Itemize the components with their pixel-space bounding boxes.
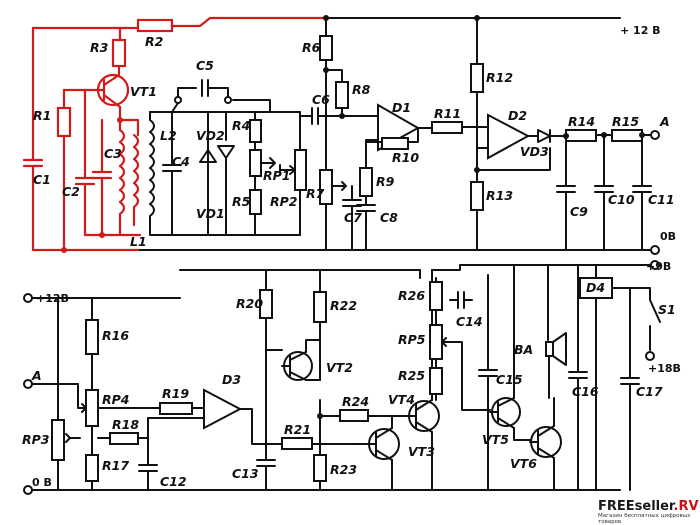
label-d3: D3 (222, 372, 241, 387)
label-r24: R24 (342, 394, 369, 409)
label-c13: C13 (232, 466, 259, 481)
r1-resistor (56, 106, 72, 138)
label-c6: C6 (312, 92, 330, 107)
watermark-brand-b: .RV (673, 499, 699, 514)
label-vt6: VT6 (510, 456, 537, 471)
rail-0v-top: 0В (660, 230, 676, 243)
r2-resistor (136, 18, 174, 33)
rail-plus18: +18В (648, 362, 681, 375)
bottom-circuit (23, 260, 661, 495)
label-r17: R17 (102, 458, 129, 473)
label-r8: R8 (352, 82, 371, 97)
label-s1: S1 (658, 302, 676, 317)
label-c10: C10 (608, 192, 635, 207)
label-d1: D1 (392, 100, 411, 115)
label-ba: BA (514, 342, 533, 357)
label-r16: R16 (102, 328, 129, 343)
label-vt2: VT2 (326, 360, 353, 375)
label-r10: R10 (392, 150, 419, 165)
label-c4: C4 (172, 154, 190, 169)
label-vt5: VT5 (482, 432, 509, 447)
label-l1: L1 (130, 234, 147, 249)
label-r20: R20 (236, 296, 263, 311)
watermark-logo: FREEseller.RV Магазин бесплатных цифровы… (598, 499, 699, 525)
label-vd1: VD1 (196, 206, 225, 221)
label-c3: C3 (104, 146, 122, 161)
label-vt1: VT1 (130, 84, 157, 99)
label-c12: C12 (160, 474, 187, 489)
label-r21: R21 (284, 422, 311, 437)
label-c15: C15 (496, 372, 523, 387)
rail-plus12-bottom: +12В (36, 292, 69, 305)
label-r4: R4 (232, 118, 250, 133)
label-r2: R2 (145, 34, 163, 49)
label-vd2: VD2 (196, 128, 225, 143)
label-rp1: RP1 (263, 168, 290, 183)
label-c9: C9 (570, 204, 588, 219)
rail-plus9: +9В (646, 260, 671, 273)
label-r5: R5 (232, 194, 251, 209)
label-vt3: VT3 (408, 444, 435, 459)
top-circuit (139, 15, 660, 255)
label-r23: R23 (330, 462, 357, 477)
label-rp3: RP3 (22, 432, 49, 447)
label-c17: C17 (636, 384, 663, 399)
output-a: A (659, 114, 670, 129)
label-r3: R3 (90, 40, 108, 55)
label-vt4: VT4 (388, 392, 415, 407)
label-r13: R13 (486, 188, 513, 203)
label-c8: C8 (380, 210, 398, 225)
labels: R2 R3 VT1 R1 C1 C2 C3 L1 C5 L2 C4 VD2 VD… (22, 24, 681, 489)
label-r12: R12 (486, 70, 513, 85)
label-rp4: RP4 (102, 392, 129, 407)
rail-0v-bottom: 0 В (32, 476, 52, 489)
label-r22: R22 (330, 298, 357, 313)
label-r26: R26 (398, 288, 425, 303)
label-c7: C7 (344, 210, 362, 225)
label-c11: C11 (648, 192, 675, 207)
label-c14: C14 (456, 314, 483, 329)
r3-resistor (111, 38, 127, 68)
label-c16: C16 (572, 384, 599, 399)
label-r6: R6 (302, 40, 321, 55)
label-rp5: RP5 (398, 332, 426, 347)
input-a: A (31, 368, 42, 383)
label-r15: R15 (612, 114, 639, 129)
label-r18: R18 (112, 417, 139, 432)
label-r11: R11 (434, 106, 461, 121)
rail-plus12-top: + 12 В (620, 24, 661, 37)
label-d4: D4 (586, 280, 605, 295)
label-vd3: VD3 (520, 144, 549, 159)
watermark-brand-a: FREEseller (598, 499, 674, 514)
label-r25: R25 (398, 368, 425, 383)
label-l2: L2 (160, 128, 177, 143)
label-rp2: RP2 (270, 194, 297, 209)
label-d2: D2 (508, 108, 527, 123)
label-c1: C1 (33, 172, 51, 187)
label-r1: R1 (33, 108, 51, 123)
label-r7: R7 (306, 186, 325, 201)
label-r19: R19 (162, 386, 189, 401)
watermark-tagline: Магазин бесплатных цифровых товаров (598, 513, 691, 525)
label-r14: R14 (568, 114, 595, 129)
label-r9: R9 (376, 174, 395, 189)
oscillator-highlight (22, 16, 332, 253)
label-c5: C5 (196, 58, 214, 73)
label-c2: C2 (62, 184, 80, 199)
